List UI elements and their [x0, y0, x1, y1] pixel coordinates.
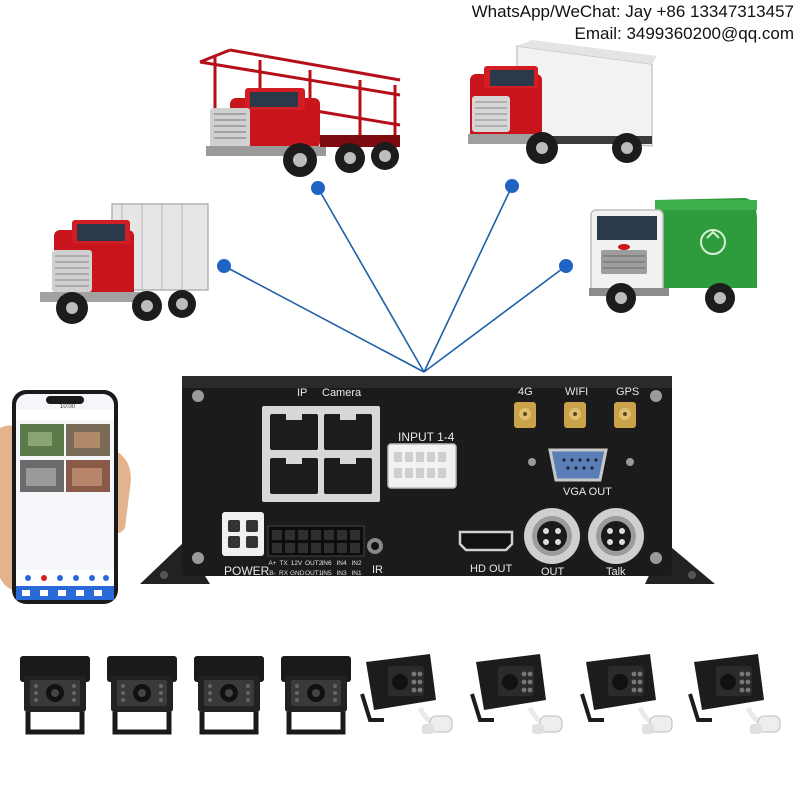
terminal-label: 12V	[290, 560, 303, 567]
dump-truck-image	[40, 203, 209, 324]
terminal-label: TX	[279, 560, 288, 567]
label-ip: IP	[297, 387, 308, 399]
terminal-label: OUT1	[305, 570, 323, 577]
label-gps: GPS	[616, 386, 640, 398]
terminal-label: IN3	[336, 570, 347, 577]
label-hd-out: HD OUT	[470, 563, 513, 575]
phone-clock: 10:00	[60, 404, 76, 410]
terminal-label: A+	[268, 560, 277, 567]
camera-row	[0, 650, 800, 740]
line-truck-left	[223, 265, 425, 373]
contact-email: Email: 3499360200@qq.com	[574, 24, 794, 43]
label-input: INPUT 1-4	[398, 430, 455, 444]
car-carrier-truck-image	[199, 48, 401, 177]
smartphone-image	[0, 390, 131, 604]
terminal-label: RX	[279, 570, 289, 577]
terminal-label: IN1	[351, 570, 362, 577]
label-camera: Camera	[322, 387, 362, 399]
label-power: POWER	[224, 564, 270, 578]
label-wifi: WIFI	[565, 386, 589, 398]
label-ir: IR	[372, 564, 383, 576]
label-talk: Talk	[606, 566, 626, 578]
terminal-label: OUT2	[305, 560, 323, 567]
line-truck-carrier	[317, 187, 425, 373]
node-dot-box	[505, 179, 519, 193]
garbage-truck-image	[589, 198, 757, 313]
terminal-label: IN5	[321, 570, 332, 577]
label-out: OUT	[541, 566, 565, 578]
contact-whatsapp: WhatsApp/WeChat: Jay +86 13347313457	[471, 2, 794, 21]
node-dot-carrier	[311, 181, 325, 195]
box-truck-image	[468, 40, 657, 164]
label-4g: 4G	[518, 386, 533, 398]
terminal-label: IN4	[336, 560, 347, 567]
terminal-label: IN6	[321, 560, 332, 567]
terminal-label: B-	[269, 570, 276, 577]
terminal-label: IN2	[351, 560, 362, 567]
line-truck-garbage	[423, 265, 567, 373]
terminal-label: GND	[290, 570, 305, 577]
line-truck-box	[423, 185, 513, 373]
label-vga-out: VGA OUT	[563, 486, 612, 498]
node-dot-garbage	[559, 259, 573, 273]
mobile-dvr-device	[140, 376, 715, 584]
node-dot-left	[217, 259, 231, 273]
